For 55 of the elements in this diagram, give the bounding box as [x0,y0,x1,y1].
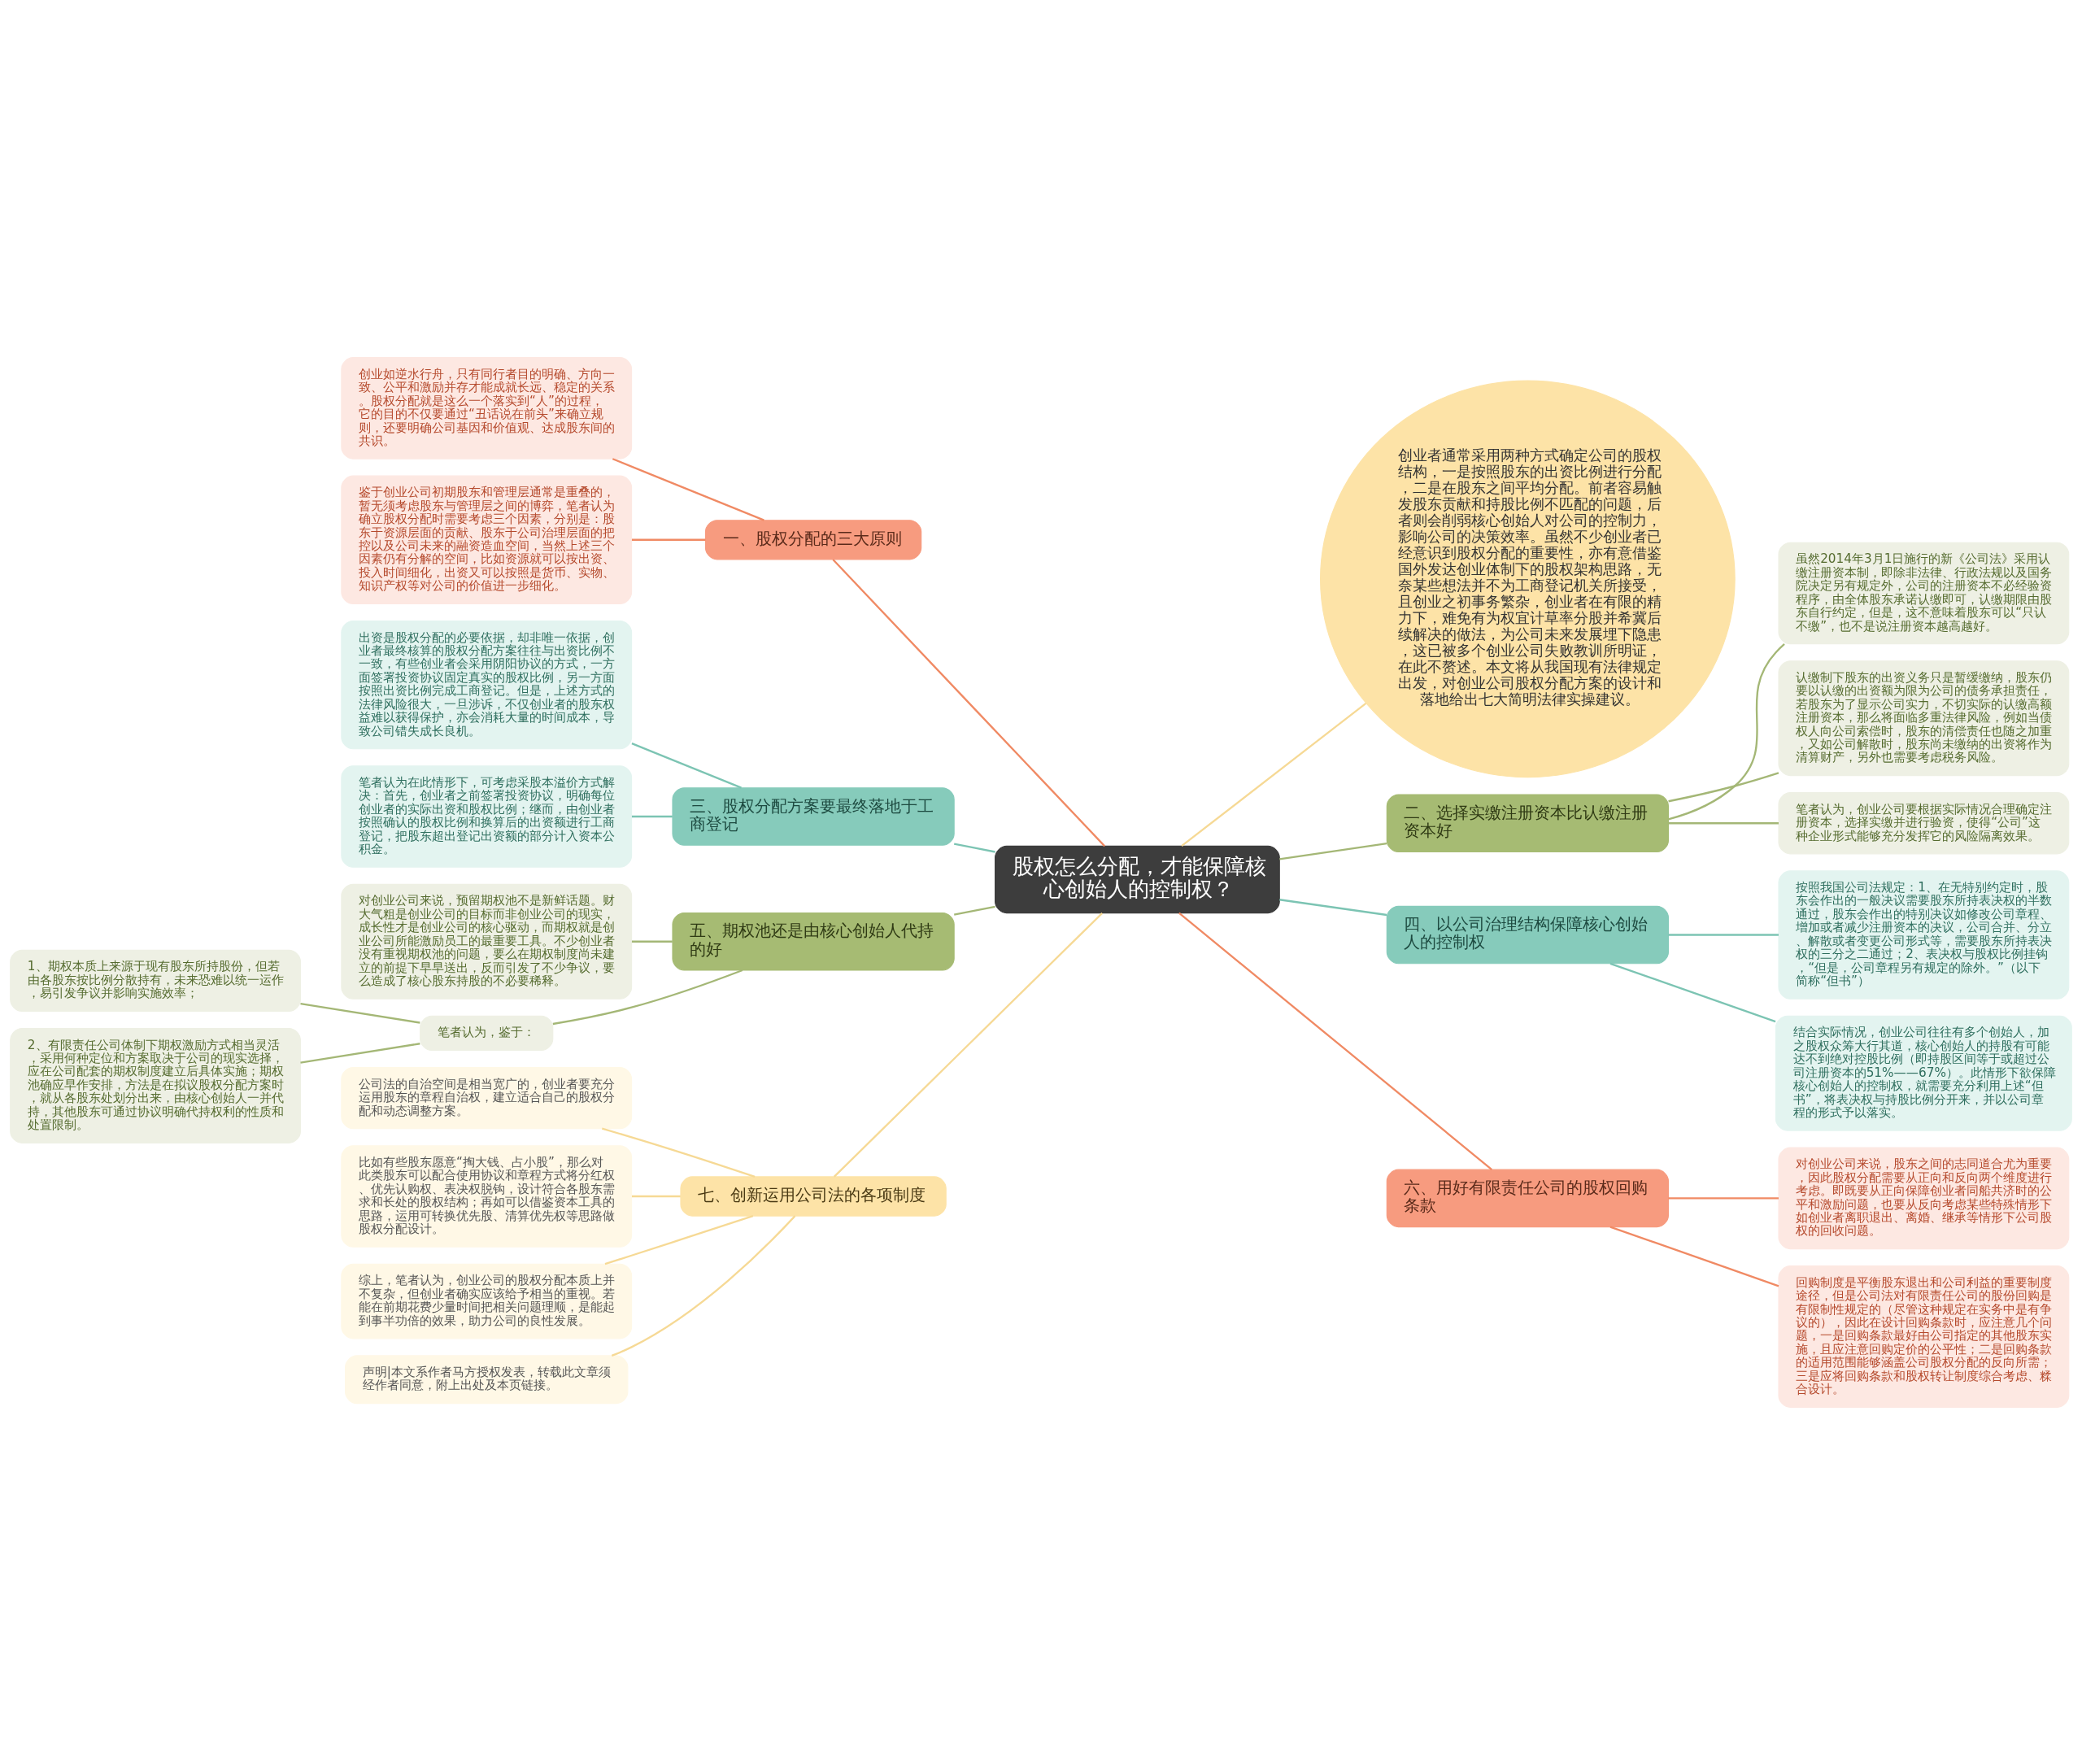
node-box: 对创业公司来说，预留期权池不是新鲜话题。财大气粗是创业公司的目标而非创业公司的现实，成长性才是创业公司的核心驱动，而期权就是创业公司所能激励员工的最重要工具。不少创业者没有重视期权池的问题，要么在期权制度尚未建立的前提下早早送出，反而引发了不少争议，要么造成了核心股东持股的不必要稀释。 [341,883,633,1000]
node-box: 出资是股权分配的必要依据，却非唯一依据，创业者最终核算的股权分配方案往往与出资比例不一致，有些创业者会采用阴阳协议的方式，一方面签署投资协议固定真实的股权比例，另一方面按照出资比例完成工商登记。但是，上述方式的法律风险很大，一旦涉诉，不仅创业者的股东权益难以获得保护，亦会消耗大量的时间成本，导致公司错失成长良机。 [341,620,633,749]
node-box: 结合实际情况，创业公司往往有多个创始人，加之股权众筹大行其道，核心创始人的持股有可能达不到绝对控股比例（即持股区间等于或超过公司注册资本的51%——67%）。此情形下欲保障核心创始人的控制权，就需要充分利用上述“但书”，将表决权与持股比例分开来，并以公司章程的形式予以落实。 [1775,1015,2072,1131]
connector [612,457,764,521]
node-box: 鉴于创业公司初期股东和管理层通常是重叠的，暂无须考虑股东与管理层之间的博弈，笔者认为确立股权分配时需要考虑三个因素，分别是：股东于资源层面的贡献、股东于公司治理层面的把控以及公司未来的融资造血空间，当然上述三个因素仍有分解的空间，比如资源就可以按出资、投入时间细化，出资又可以按照是货币、实物、知识产权等对公司的价值进一步细化。 [341,475,633,604]
connector [552,969,743,1025]
connector [604,1214,754,1265]
node-box: 比如有些股东愿意“掏大钱、占小股”，那么对此类股东可以配合使用协议和章程方式将分红权、优先认购权、表决权脱钩，设计符合各股东需求和长处的股权结构；再如可以借鉴资本工具的思路，运用可转换优先股、清算优先权等思路做股权分配设计。 [341,1144,633,1248]
connector [1279,898,1387,916]
node-box: 四、以公司治理结构保障核心创始人的控制权 [1386,905,1670,964]
node-box: 回购制度是平衡股东退出和公司利益的重要制度途径，但是公司法对有限责任公司的股份回购是有限制性规定的（尽管这种规定在实务中是有争议的），因此在设计回购条款时，应注意几个问题，一是回购条款最好由公司指定的其他股东实施，且应注意回购定价的公平性；二是回购条款的适用范围能够涵盖公司股权分配的反向所需；三是应将回购条款和股权转让制度综合考虑、糅合设计。 [1778,1265,2070,1408]
connector [954,843,995,853]
connector [300,1042,420,1064]
node-circle: 创业者通常采用两种方式确定公司的股权结构，一是按照股东的出资比例进行分配，二是在股东之间平均分配。前者容易触发股东贡献和持股比例不匹配的问题，后者则会削弱核心创始人对公司的控制力，影响公司的决策效率。虽然不少创业者已经意识到股权分配的重要性，亦有意借鉴国外发达创业体制下的股权架构思路，无奈某些想法并不为工商登记机关所接受，且创业之初事务繁杂，创业者在有限的精力下，难免有为权宜计草率分股并希冀后续解决的做法，为公司未来发展埋下隐患，这已被多个创业公司失败教训所明证，在此不赘述。本文将从我国现有法律规定出发，对创业公司股权分配方案的设计和落地给出七大简明法律实操建议。 [1320,380,1736,777]
connector [631,815,673,817]
connector [1668,642,1785,820]
node-box: 声明|本文系作者马方授权发表，转载此文章须经作者同意，附上出处及本页链接。 [345,1354,629,1404]
connector [631,742,742,789]
connector [611,1214,796,1357]
node-box: 一、股权分配的三大原则 [704,519,922,560]
node-box: 笔者认为在此情形下，可考虑采股本溢价方式解决：首先，创业者之前签署投资协议，明确每位创业者的实际出资和股权比例；继而，由创业者按照确认的股权比例和换算后的出资额进行工商登记，把股东超出登记出资额的部分计入资本公积金。 [341,764,633,868]
connector [300,1002,420,1024]
connector [1668,771,1779,802]
connector [832,558,1106,847]
node-box: 公司法的自治空间是相当宽广的，创业者要充分运用股东的章程自治权，建立适合自己的股权分配和动态调整方案。 [341,1066,633,1129]
node-box: 二、选择实缴注册资本比认缴注册资本好 [1386,793,1670,852]
node-box: 三、股权分配方案要最终落地于工商登记 [672,786,955,846]
node-box: 笔者认为，鉴于： [420,1015,554,1051]
connector [631,940,673,943]
connector [1668,821,1779,824]
connector [1668,933,1779,936]
connector [1181,702,1367,847]
node-box: 虽然2014年3月1日施行的新《公司法》采用认缴注册资本制，即除非法律、行政法规以及国务院决定另有规定外，公司的注册资本不必经验资程序，由全体股东承诺认缴即可，认缴期限由股东自行约定，但是，这不意味着股东可以“只认不缴”，也不是说注册资本越高越好。 [1778,542,2070,644]
connector [954,905,995,916]
connector [833,912,1104,1178]
connector [631,1195,681,1197]
node-box: 七、创新运用公司法的各项制度 [680,1175,947,1217]
node-box: 认缴制下股东的出资义务只是暂缓缴纳，股东仍要以认缴的出资额为限为公司的债务承担责任，若股东为了显示公司实力，不切实际的认缴高额注册资本，那么将面临多重法律风险，例如当债权人向公司索偿时，股东的清偿责任也随之加重，又如公司解散时，股东尚未缴纳的出资将作为清算财产，另外也需要考虑税务风险。 [1778,660,2070,776]
node-box: 对创业公司来说，股东之间的志同道合尤为重要，因此股权分配需要从正向和反向两个维度进行考虑。即既要从正向保障创业者同船共济时的公平和激励问题，也要从反向考虑某些特殊情形下如创业者离职退出、离婚、继承等情形下公司股权的回收问题。 [1778,1147,2070,1249]
connector [1609,962,1776,1022]
node-box: 股权怎么分配，才能保障核心创始人的控制权？ [995,845,1280,913]
connector [1609,1226,1779,1287]
node-box: 创业如逆水行舟，只有同行者目的明确、方向一致、公平和激励并存才能成就长远、稳定的关系。股权分配就是这么一个落实到“人”的过程，它的目的不仅要通过“丑话说在前头”来确立规则，还要明确公司基因和价值观、达成股东间的共识。 [341,356,633,460]
node-box: 笔者认为，创业公司要根据实际情况合理确定注册资本，选择实缴并进行验资，使得“公司”这种企业形式能够充分发挥它的风险隔离效果。 [1778,791,2070,854]
connector [1279,842,1387,860]
connector [631,538,706,541]
node-box: 五、期权池还是由核心创始人代持的好 [672,912,955,971]
connector [1178,912,1492,1170]
node-box: 六、用好有限责任公司的股权回购条款 [1386,1169,1670,1227]
node-box: 2、有限责任公司体制下期权激励方式相当灵活，采用何种定位和方案取决于公司的现实选择，应在公司配套的期权制度建立后具体实施；期权池确应早作安排，方法是在拟议股权分配方案时，就从各股东处划分出来，由核心创始人一并代持，其他股东可通过协议明确代持权利的性质和处置限制。 [10,1027,302,1143]
node-box: 综上，笔者认为，创业公司的股权分配本质上并不复杂，但创业者确实应该给予相当的重视。若能在前期花费少量时间把相关问题理顺，是能起到事半功倍的效果，助力公司的良性发展。 [341,1263,633,1339]
node-box: 按照我国公司法规定：1、在无特别约定时，股东会作出的一般决议需要股东所持表决权的半数通过，股东会作出的特别决议如修改公司章程、增加或者减少注册资本的决议，公司合并、分立、解散或者变更公司形式等，需要股东所持表决权的三分之二通过；2、表决权与股权比例挂钩，“但是，公司章程另有规定的除外。”（以下简称“但书”） [1778,869,2070,1000]
connector [601,1127,756,1178]
node-box: 1、期权本质上来源于现有股东所持股份，但若由各股东按比例分散持有，未来恐难以统一运作，易引发争议并影响实施效率； [10,949,302,1012]
connector [1668,1196,1779,1200]
